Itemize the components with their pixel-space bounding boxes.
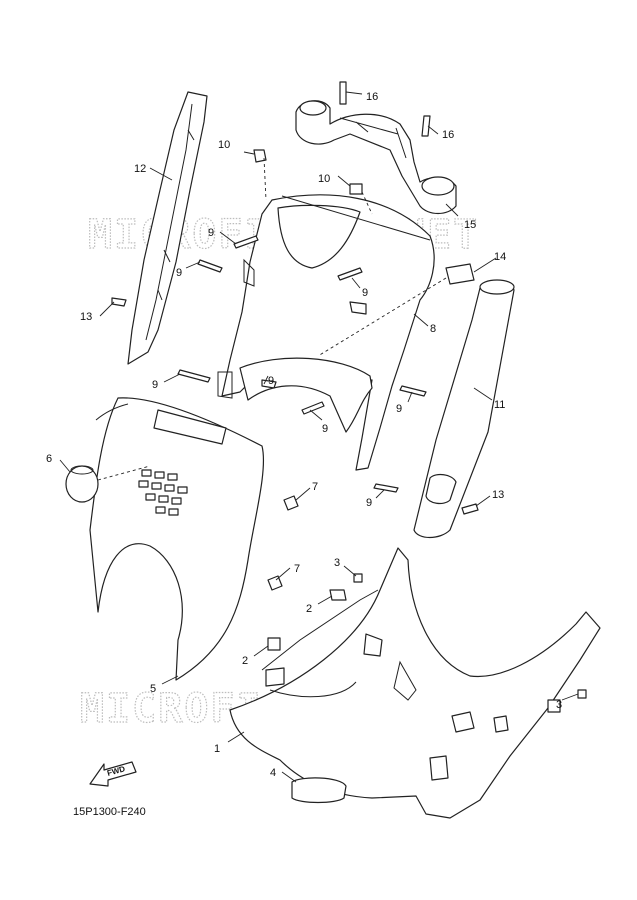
callout-10-right: 10 — [318, 173, 330, 185]
diagram-code: 15P1300-F240 — [73, 806, 146, 818]
part-7-nut-upper — [283, 495, 299, 511]
part-10-nut-left — [253, 149, 267, 163]
callout-10-left: 10 — [218, 139, 230, 151]
part-2-clip-upper — [329, 589, 347, 601]
callout-9-c: 9 — [362, 287, 368, 299]
callout-14: 14 — [494, 251, 506, 263]
leader-lines — [59, 91, 579, 783]
callout-9-a: 9 — [208, 227, 214, 239]
part-4-badge — [291, 777, 347, 804]
callout-16-top: 16 — [366, 91, 378, 103]
callout-2-upper: 2 — [306, 603, 312, 615]
callout-15: 15 — [464, 219, 476, 231]
screws — [111, 81, 587, 699]
callout-7-lower: 7 — [294, 563, 300, 575]
callout-9-e: 9 — [268, 375, 274, 387]
part-8-inner-panel — [217, 194, 435, 471]
callout-4: 4 — [270, 767, 276, 779]
part-1-floor-panel — [229, 547, 601, 819]
callout-9-h: 9 — [366, 497, 372, 509]
part-10-nut-right — [349, 183, 363, 195]
callout-6: 6 — [46, 453, 52, 465]
callout-9-d: 9 — [152, 379, 158, 391]
callout-12: 12 — [134, 163, 146, 175]
callout-5: 5 — [150, 683, 156, 695]
callout-1: 1 — [214, 743, 220, 755]
callout-13-right: 13 — [492, 489, 504, 501]
callout-9-g: 9 — [322, 423, 328, 435]
part-7-nut-lower — [267, 575, 283, 591]
part-11-tube — [413, 279, 515, 539]
fwd-arrow-icon: FWD — [89, 761, 137, 787]
callout-labels: 1 2 2 3 3 4 5 6 7 7 8 9 9 9 9 9 9 9 9 10… — [46, 91, 562, 779]
callout-3-lower: 3 — [556, 699, 562, 711]
part-6-cap — [65, 465, 99, 503]
callout-3-upper: 3 — [334, 557, 340, 569]
part-5-front-cover — [89, 397, 265, 681]
part-14-pad — [445, 263, 475, 285]
callout-11: 11 — [494, 399, 505, 411]
callout-8: 8 — [430, 323, 436, 335]
front-cover-vents — [138, 469, 188, 516]
part-2-clip-block — [363, 633, 383, 657]
callout-7-upper: 7 — [312, 481, 318, 493]
callout-9-f: 9 — [396, 403, 402, 415]
part-15-bracket — [295, 100, 457, 215]
part-2-clip-lower — [267, 637, 281, 651]
callout-13-left: 13 — [80, 311, 92, 323]
callout-2-lower: 2 — [242, 655, 248, 667]
callout-9-b: 9 — [176, 267, 182, 279]
callout-16-right: 16 — [442, 129, 454, 141]
part-12-side-strip — [127, 91, 208, 365]
